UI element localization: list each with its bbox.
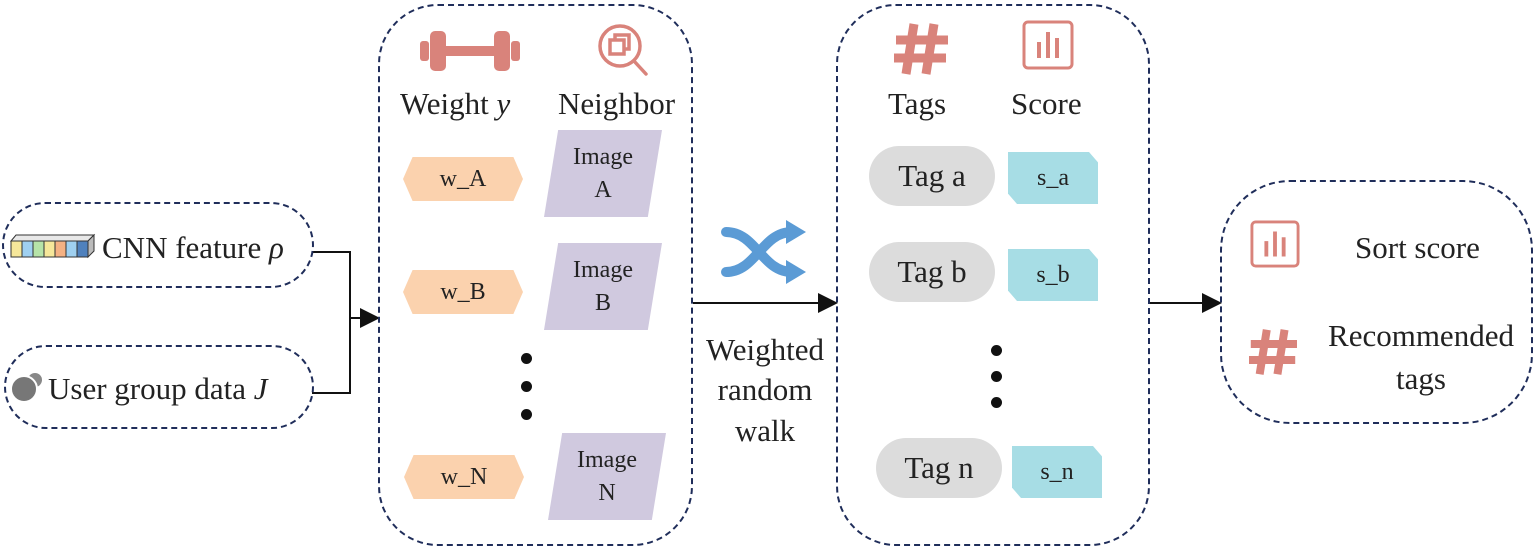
user-group-label: User group data — [48, 371, 246, 406]
sort-score-label: Sort score — [1355, 230, 1480, 265]
user-group-symbol: J — [253, 371, 268, 406]
search-copy-icon — [598, 24, 648, 76]
weight-b: w_B — [403, 270, 523, 314]
tags-header: Tags — [888, 86, 947, 121]
ellipsis-dot — [991, 371, 1002, 382]
user-group-input — [4, 345, 314, 429]
weight-n: w_N — [404, 455, 524, 499]
ellipsis-dot — [521, 381, 532, 392]
image-a: Image A — [544, 130, 662, 217]
tag-n: Tag n — [876, 438, 1002, 498]
cnn-feature-input — [2, 202, 314, 288]
weight-header: Weight — [400, 86, 489, 121]
ellipsis-dot — [521, 409, 532, 420]
score-n: s_n — [1012, 446, 1102, 498]
score-a: s_a — [1008, 152, 1098, 204]
feature-vector-icon — [10, 233, 96, 259]
neighbor-header: Neighbor — [558, 86, 676, 121]
ellipsis-dot — [991, 345, 1002, 356]
image-a-line1: Image — [573, 144, 633, 171]
recommended-line2: tags — [1396, 361, 1446, 397]
weight-symbol: y — [496, 86, 511, 121]
tag-panel — [836, 4, 1150, 546]
walk-label-line3: walk — [734, 412, 796, 448]
score-header: Score — [1011, 86, 1082, 121]
user-group-icon — [10, 373, 42, 403]
bar-chart-icon — [1022, 20, 1074, 70]
tag-a: Tag a — [869, 146, 995, 206]
weight-a: w_A — [403, 157, 523, 201]
ellipsis-dot — [521, 353, 532, 364]
shuffle-icon — [721, 220, 806, 284]
recommended-line1: Recommended — [1328, 318, 1514, 353]
bar-chart-icon — [1250, 220, 1300, 268]
user-connector — [312, 318, 351, 394]
dumbbell-icon — [420, 31, 520, 71]
cnn-connector — [312, 251, 351, 318]
ellipsis-dot — [991, 397, 1002, 408]
walk-label-line2: random — [717, 372, 813, 408]
neighbor-panel — [378, 4, 693, 546]
image-n: Image N — [548, 433, 666, 520]
score-b: s_b — [1008, 249, 1098, 301]
image-n-line1: Image — [577, 447, 637, 474]
image-n-line2: N — [598, 479, 616, 506]
tag-b: Tag b — [869, 242, 995, 302]
image-b-line2: B — [594, 289, 611, 316]
image-a-line2: A — [594, 176, 612, 203]
image-b-line1: Image — [573, 257, 633, 284]
hashtag-icon — [894, 23, 948, 75]
walk-label-line1: Weighted — [705, 332, 825, 367]
cnn-feature-symbol: ρ — [269, 230, 284, 265]
output-panel — [1220, 180, 1533, 424]
hashtag-icon — [1249, 329, 1297, 375]
cnn-feature-label: CNN feature — [102, 230, 262, 265]
image-b: Image B — [544, 243, 662, 330]
